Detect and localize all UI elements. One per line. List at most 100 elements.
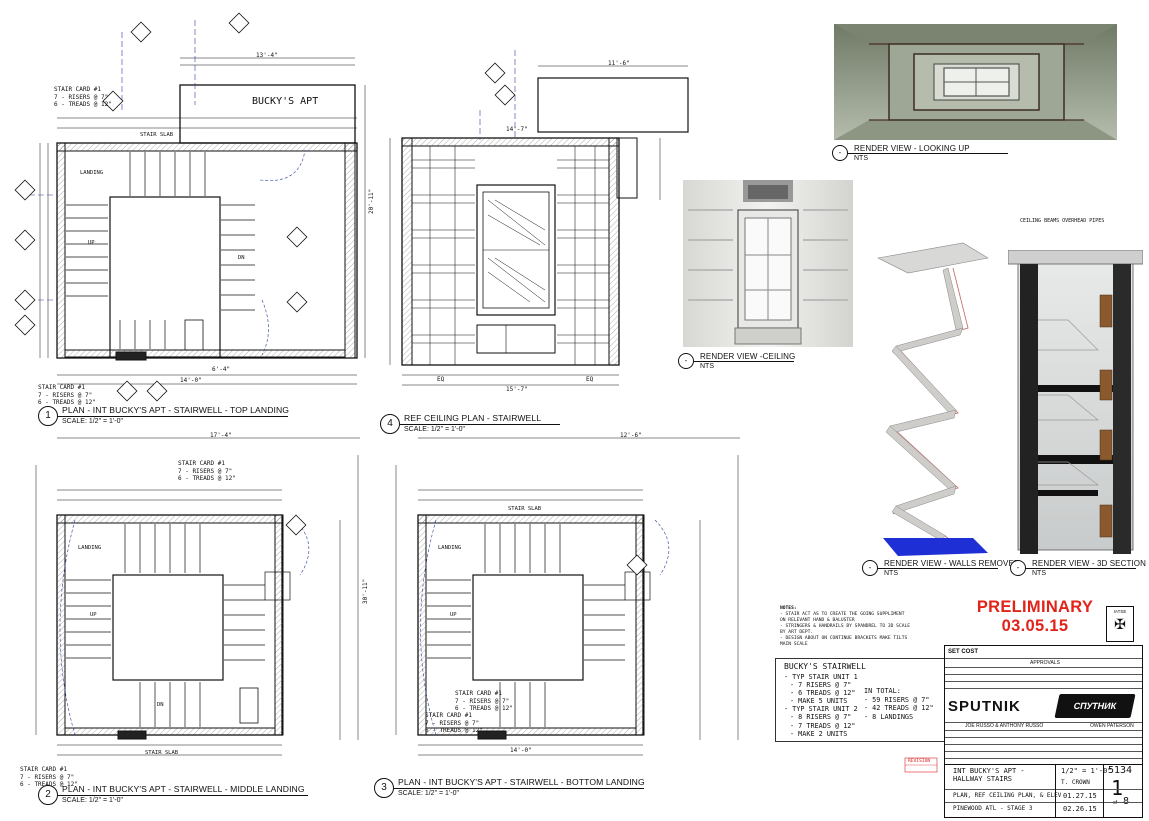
view-title-2: PLAN - INT BUCKY'S APT - STAIRWELL - MID… xyxy=(62,784,305,794)
caption-render-up: - RENDER VIEW - LOOKING UP NTS xyxy=(832,145,1032,169)
up-label-mid: UP xyxy=(90,612,97,618)
render-ceiling-scale: NTS xyxy=(700,363,714,370)
caption-render-section: - RENDER VIEW - 3D SECTION NTS xyxy=(1010,560,1148,584)
plan-bottom-landing xyxy=(395,437,740,756)
preliminary-title: PRELIMINARY xyxy=(976,598,1094,616)
view-title-3: PLAN - INT BUCKY'S APT - STAIRWELL - BOT… xyxy=(398,777,645,787)
sheet-number: 1 xyxy=(1111,776,1124,800)
landing-label-mid: LANDING xyxy=(78,545,102,551)
dim-14-0-bot: 14'-0" xyxy=(510,747,532,754)
render-walls-number: - xyxy=(862,560,878,576)
revision-stamp xyxy=(904,757,938,773)
credits-right: OWEN PATERSON xyxy=(1090,723,1134,729)
stair-card-note-bot: STAIR CARD #1 7 - RISERS @ 7" 6 - TREADS… xyxy=(455,690,513,712)
stair-card-note-top: STAIR CARD #1 7 - RISERS @ 7" 6 - TREADS… xyxy=(54,86,112,108)
summary-unit1-a: - 7 RISERS @ 7" xyxy=(790,681,852,690)
dim-14-0-top: 14'-0" xyxy=(180,377,202,384)
section-markers xyxy=(14,12,648,576)
dim-6-4-top: 6'-4" xyxy=(212,366,231,373)
dim-30-11-mid: 30'-11" xyxy=(362,578,369,604)
landing-label-top: LANDING xyxy=(80,170,104,176)
render-3d-section-image xyxy=(1008,250,1143,555)
general-notes: NOTES: - STAIR ACT AS TO CREATE THE GOIN… xyxy=(780,606,910,647)
render-looking-up-image xyxy=(834,24,1117,140)
drawn-by: T. CROWN xyxy=(1061,779,1090,786)
dim-12-6-bot: 12'-6" xyxy=(620,432,642,439)
union-logo-label: IATSE xyxy=(1113,609,1127,614)
buckys-apt-label: BUCKY'S APT xyxy=(252,96,319,107)
render-up-title: RENDER VIEW - LOOKING UP xyxy=(854,144,970,153)
render-section-scale: NTS xyxy=(1032,570,1046,577)
summary-total: IN TOTAL: xyxy=(864,687,901,695)
render-walls-removed-image xyxy=(868,238,998,560)
render-section-number: - xyxy=(1010,560,1026,576)
view-scale-2: SCALE: 1/2" = 1'-0" xyxy=(62,797,123,804)
dim-11-6-ref: 11'-6" xyxy=(608,60,630,67)
summary-unit2-b: - 7 TREADS @ 12" xyxy=(790,721,856,730)
summary-total-b: - 42 TREADS @ 12" xyxy=(864,704,934,712)
eq-label-left: EQ xyxy=(437,376,445,383)
caption-view-4: 4 REF CEILING PLAN - STAIRWELL SCALE: 1/… xyxy=(380,414,620,440)
dim-17-4-mid: 17'-4" xyxy=(210,432,232,439)
summary-unit2-a: - 8 RISERS @ 7" xyxy=(790,713,852,722)
summary-unit1: - TYP STAIR UNIT 1 xyxy=(784,673,858,681)
up-label-top: UP xyxy=(88,240,95,246)
date-1: 01.27.15 xyxy=(1063,792,1097,800)
credits-left: JOE RUSSO & ANTHONY RUSSO xyxy=(965,723,1044,729)
summary-heading: BUCKY'S STAIRWELL xyxy=(784,662,866,671)
render-walls-title: RENDER VIEW - WALLS REMOVED xyxy=(884,559,1020,568)
render-walls-scale: NTS xyxy=(884,570,898,577)
plan-top-landing xyxy=(20,20,366,385)
of-label: of xyxy=(1113,800,1118,806)
dn-label-top: DN xyxy=(238,255,245,261)
stair-card-note-bot-2: STAIR CARD #1 7 - RISERS @ 7" 6 - TREADS… xyxy=(425,712,483,734)
preliminary-date: 03.05.15 xyxy=(1001,617,1069,635)
summary-unit2-c: - MAKE 2 UNITS xyxy=(790,729,848,738)
dim-20-11-top: 20'-11" xyxy=(368,188,375,214)
summary-unit2: - TYP STAIR UNIT 2 xyxy=(784,705,858,714)
dn-label-mid: DN xyxy=(157,702,164,708)
view-title-1: PLAN - INT BUCKY'S APT - STAIRWELL - TOP… xyxy=(62,405,290,415)
section-top-label: CEILING BEAMS OVERHEAD PIPES xyxy=(1020,218,1105,224)
preliminary-stamp: PRELIMINARY 03.05.15 xyxy=(972,598,1098,636)
render-up-scale: NTS xyxy=(854,155,868,162)
render-section-title: RENDER VIEW - 3D SECTION xyxy=(1032,559,1146,568)
stair-slab-label-top: STAIR SLAB xyxy=(140,132,174,138)
summary-unit1-c: - MAKE 5 UNITS xyxy=(790,697,848,706)
total-sheets: 8 xyxy=(1123,796,1130,807)
view-number-2: 2 xyxy=(38,785,58,805)
eq-label-right: EQ xyxy=(586,376,594,383)
summary-total-c: - 8 LANDINGS xyxy=(864,712,914,721)
caption-render-walls: - RENDER VIEW - WALLS REMOVED NTS xyxy=(862,560,1020,584)
title-block: SET COST APPROVALS SPUTNIK СПУТНИК JOE R… xyxy=(944,645,1143,818)
scale-value: 1/2" = 1'-0" xyxy=(1061,767,1112,775)
stair-slab-label-mid: STAIR SLAB xyxy=(145,750,179,756)
ref-ceiling-plan xyxy=(389,50,689,386)
union-logo: IATSE ✠ xyxy=(1106,606,1134,642)
dim-15-7-ref: 15'-7" xyxy=(506,386,528,393)
render-ceiling-number: - xyxy=(678,353,694,369)
approvals-label: APPROVALS xyxy=(1030,660,1060,666)
render-ceiling-image xyxy=(683,180,853,347)
render-up-number: - xyxy=(832,145,848,161)
dim-13-4-top: 13'-4" xyxy=(256,52,278,59)
sheet-description: PLAN, REF CEILING PLAN, & ELEV xyxy=(953,792,1062,799)
view-scale-1: SCALE: 1/2" = 1'-0" xyxy=(62,418,123,425)
summary-unit1-b: - 6 TREADS @ 12" xyxy=(790,689,856,698)
stair-card-note-top-2: STAIR CARD #1 7 - RISERS @ 7" 6 - TREADS… xyxy=(38,384,96,406)
caption-view-1: 1 PLAN - INT BUCKY'S APT - STAIRWELL - T… xyxy=(38,406,368,432)
view-number-1: 1 xyxy=(38,406,58,426)
view-scale-3: SCALE: 1/2" = 1'-0" xyxy=(398,790,459,797)
plan-middle-landing xyxy=(35,437,360,756)
dim-14-7-ref: 14'-7" xyxy=(506,126,528,133)
caption-render-ceiling: - RENDER VIEW -CEILING NTS xyxy=(678,353,828,377)
landing-label-bot: LANDING xyxy=(438,545,462,551)
view-title-4: REF CEILING PLAN - STAIRWELL xyxy=(404,413,542,423)
caption-view-3: 3 PLAN - INT BUCKY'S APT - STAIRWELL - B… xyxy=(374,778,704,804)
set-title: INT BUCKY'S APT - HALLWAY STAIRS xyxy=(953,767,1025,783)
sputnik-cyrillic-logo: СПУТНИК xyxy=(1054,694,1136,718)
render-ceiling-title: RENDER VIEW -CEILING xyxy=(700,352,796,361)
stair-card-note-mid: STAIR CARD #1 7 - RISERS @ 7" 6 - TREADS… xyxy=(178,460,236,482)
set-cost-label: SET COST xyxy=(948,649,979,655)
